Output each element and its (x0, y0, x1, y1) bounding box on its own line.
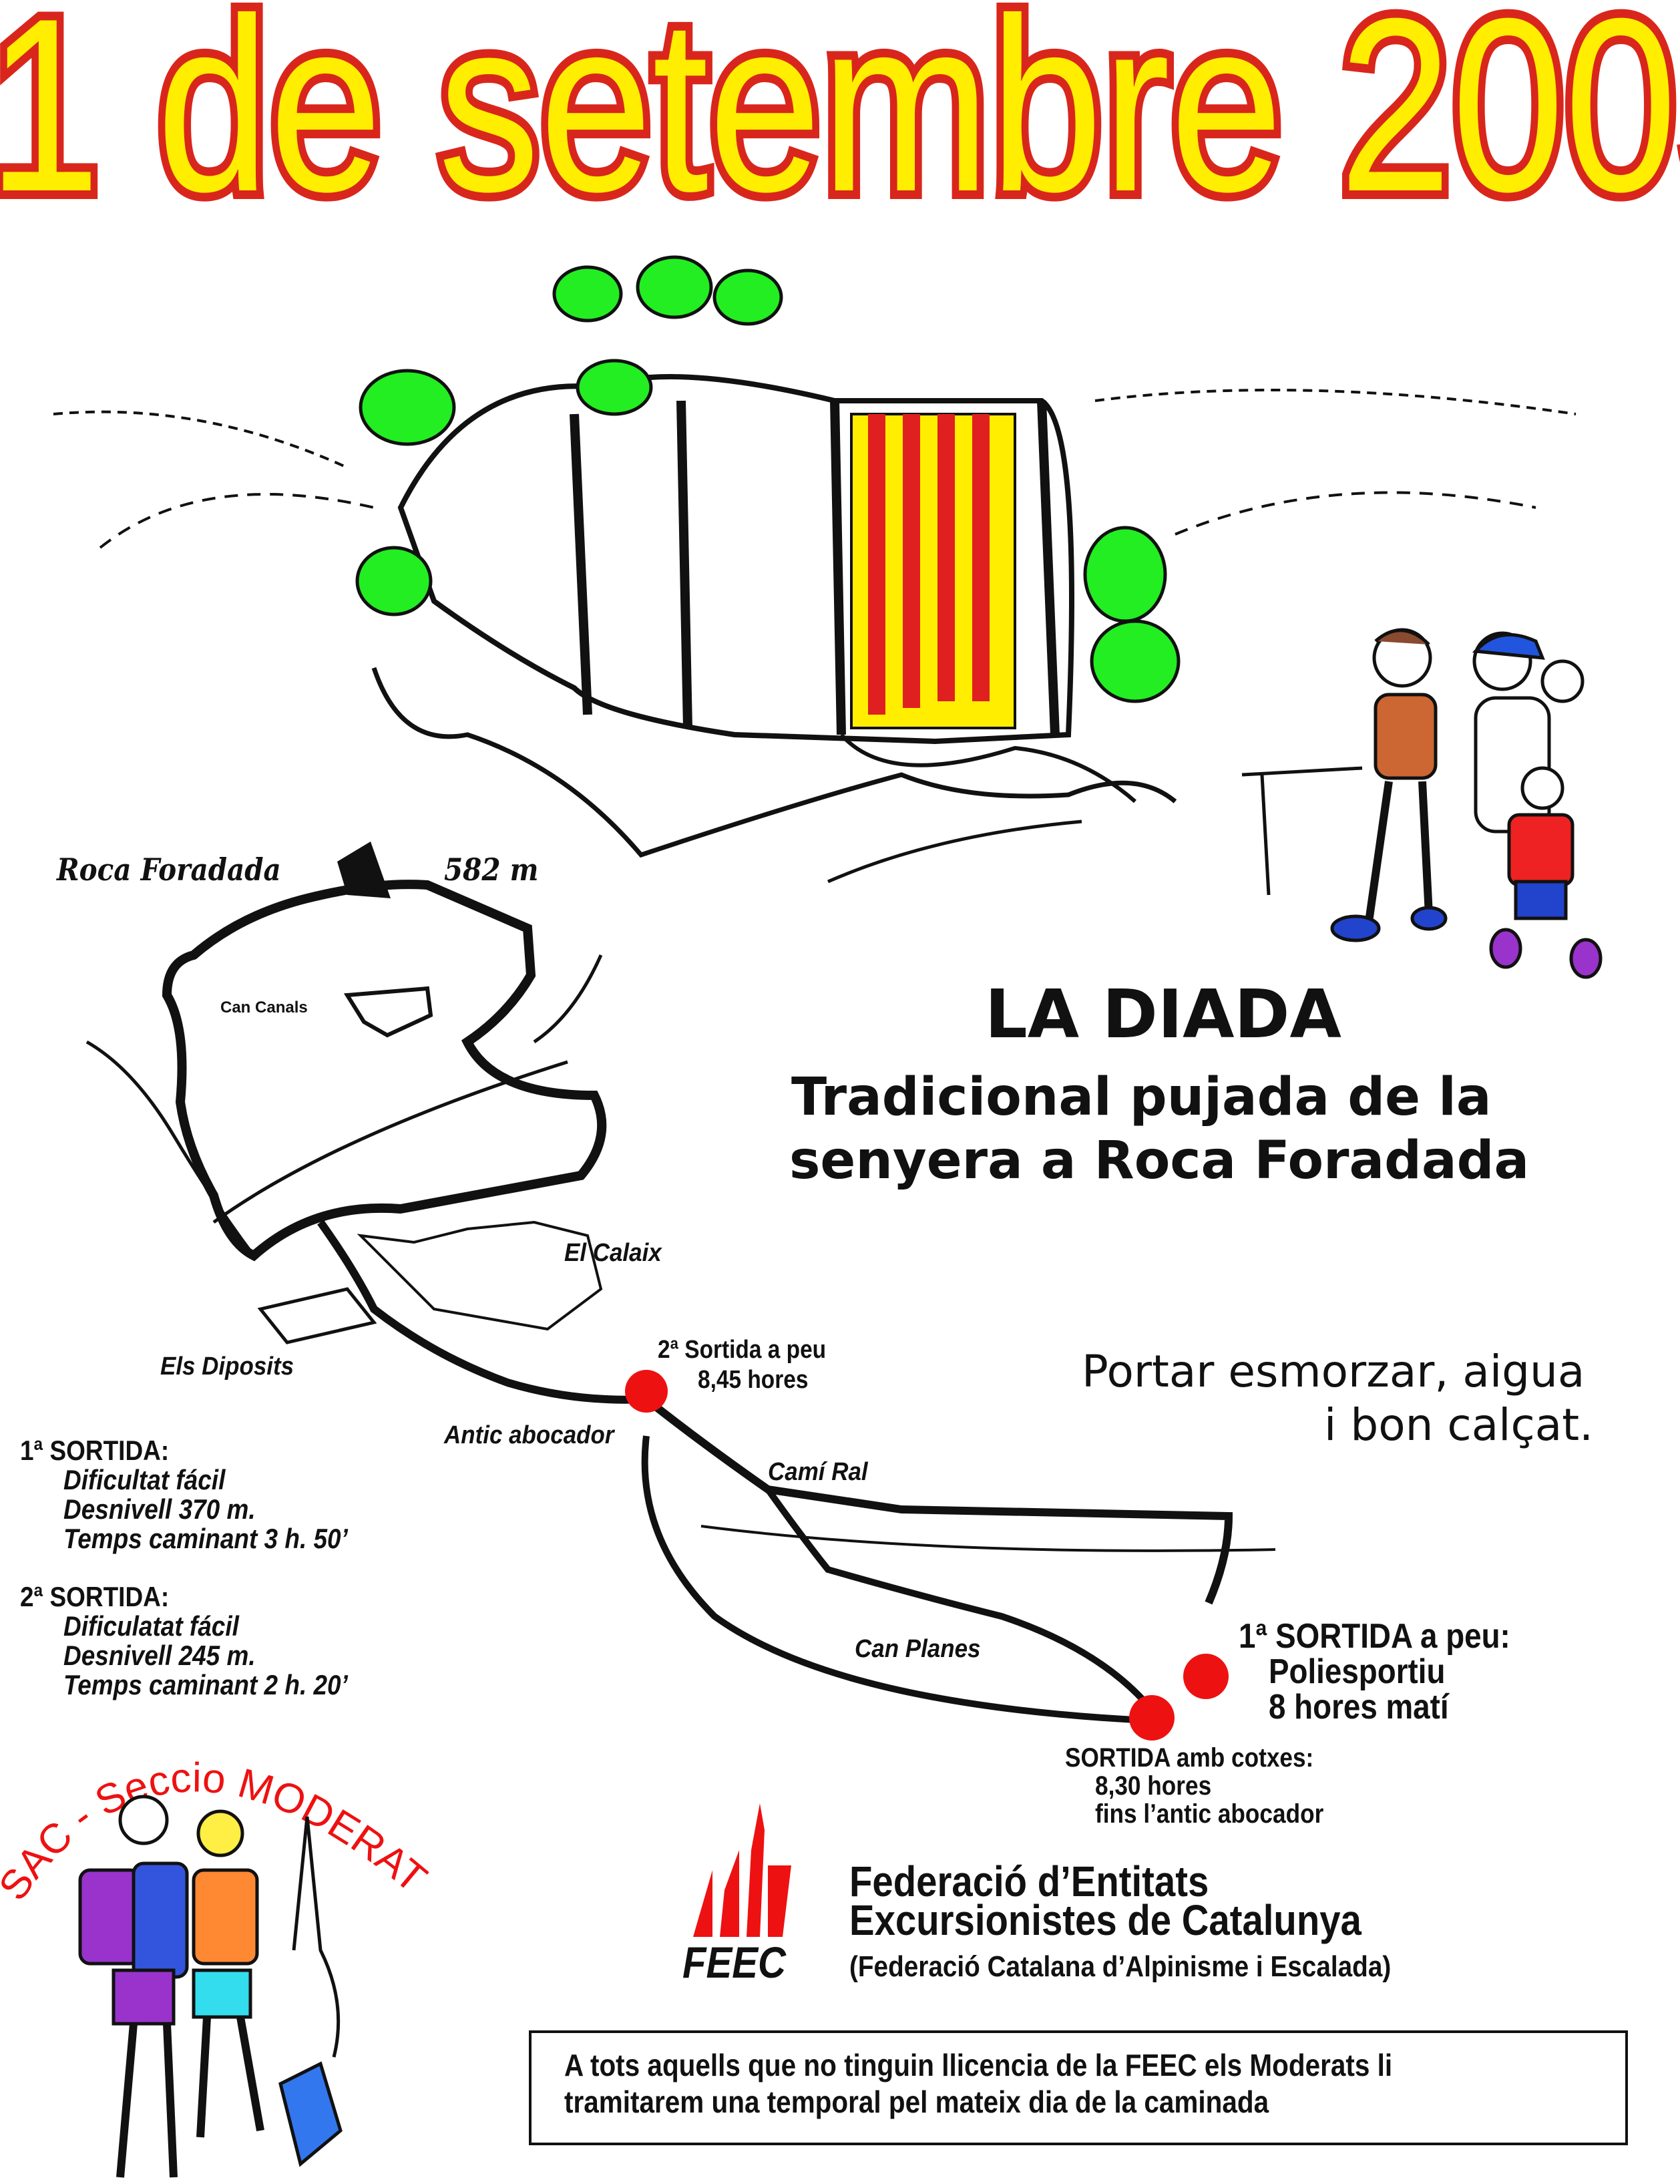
route-difficulty: Dificultat fácil (63, 1464, 226, 1495)
cami-ral-label: Camí Ral (768, 1458, 868, 1486)
route-title: 2ª SORTIDA: (20, 1581, 170, 1612)
second-start-time: 8,45 hores (698, 1366, 809, 1394)
route-time: Temps caminant 2 h. 20’ (63, 1669, 348, 1700)
car-start-time: 8,30 hores (1095, 1771, 1212, 1801)
car-start-title: SORTIDA amb cotxes: (1065, 1743, 1314, 1773)
route-time: Temps caminant 3 h. 50’ (63, 1523, 348, 1554)
federation-name-line3: (Federació Catalana d’Alpinisme i Escala… (849, 1950, 1392, 1983)
hikers-illustration (1241, 628, 1603, 979)
trees (355, 255, 1181, 703)
feec-acronym: FEEC (682, 1938, 786, 1987)
route-title: 1ª SORTIDA: (20, 1435, 170, 1466)
summit-altitude-label: 582 m (444, 852, 539, 888)
can-planes-label: Can Planes (855, 1635, 981, 1663)
licence-notice-box (529, 2030, 1628, 2145)
roca-foradada-illustration (53, 374, 1577, 884)
notice-line1: A tots aquells que no tinguin llicencia … (564, 2048, 1393, 2082)
el-calaix-label: El Calaix (564, 1239, 662, 1267)
event-heading: LA DIADA (985, 975, 1341, 1053)
route-elevation: Desnivell 370 m. (63, 1493, 256, 1525)
title-text: 11 de setembre 2005 (0, 0, 1680, 243)
car-start-until: fins l’antic abocador (1095, 1799, 1324, 1829)
title-banner: 11 de setembre 2005 (0, 0, 1680, 251)
advice-line2: i bon calçat. (1324, 1399, 1594, 1451)
first-start-time: 8 hores matí (1269, 1688, 1449, 1726)
first-start-place: Poliesportiu (1269, 1652, 1446, 1691)
notice-line2: tramitarem una temporal pel mateix dia d… (564, 2084, 1269, 2119)
can-canals-label: Can Canals (220, 998, 308, 1017)
can-canals-house-icon (343, 986, 433, 1038)
advice-line1: Portar esmorzar, aigua (1082, 1346, 1585, 1397)
second-start-marker (625, 1370, 668, 1413)
catalan-flag-senyera (850, 413, 1016, 729)
route-difficulty: Dificulatat fácil (63, 1610, 239, 1642)
els-diposits-label: Els Diposits (160, 1352, 294, 1381)
antic-abocador-label: Antic abocador (444, 1421, 614, 1449)
first-start-marker (1183, 1654, 1229, 1699)
event-subtitle-line2: senyera a Roca Foradada (789, 1131, 1530, 1191)
car-start-marker (1129, 1695, 1175, 1741)
federation-name-line2: Excursionistes de Catalunya (849, 1896, 1361, 1944)
summit-name-label: Roca Foradada (57, 852, 281, 888)
second-start-title: 2ª Sortida a peu (658, 1336, 827, 1364)
route-elevation: Desnivell 245 m. (63, 1640, 256, 1671)
sac-moderats-logo: SAC - Seccio MODERATS (0, 0, 435, 2178)
first-start-title: 1ª SORTIDA a peu: (1239, 1617, 1510, 1656)
route-map (85, 842, 1276, 1723)
start-markers (625, 1370, 1229, 1741)
federation-name-line1: Federació d’Entitats (849, 1857, 1209, 1905)
feec-logo-icon (693, 1803, 791, 1937)
event-subtitle-line1: Tradicional pujada de la (791, 1067, 1492, 1127)
